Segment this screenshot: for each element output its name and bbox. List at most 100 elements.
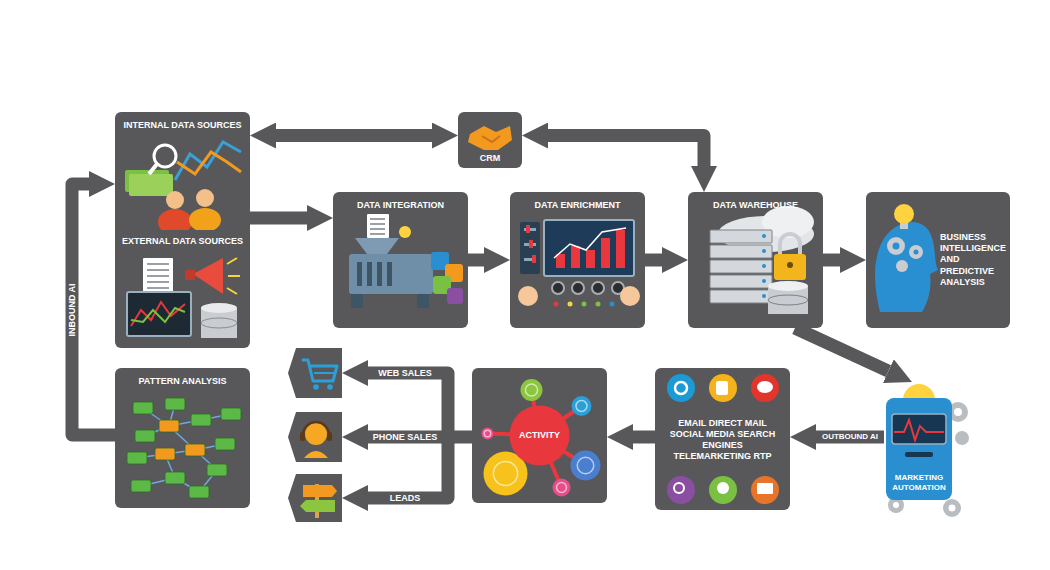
node-icon bbox=[127, 258, 240, 338]
node-shape bbox=[115, 368, 250, 508]
icon-part bbox=[709, 476, 737, 504]
icon-part bbox=[571, 246, 580, 268]
icon-part bbox=[127, 292, 191, 336]
icon-part bbox=[577, 457, 594, 474]
icon-part bbox=[201, 303, 237, 313]
analysis-box: BUSINESS INTELLIGENCE AND PREDICTIVE ANA… bbox=[866, 192, 1010, 328]
icon-part bbox=[147, 281, 169, 283]
icon-part bbox=[532, 255, 536, 263]
icon-part bbox=[131, 480, 151, 492]
node-label: MARKETING AUTOMATION bbox=[887, 473, 951, 493]
icon-part bbox=[133, 402, 153, 414]
node-icon bbox=[482, 379, 601, 497]
icon-part bbox=[484, 430, 491, 437]
node-icon bbox=[667, 374, 779, 504]
branch-arrows bbox=[368, 373, 472, 498]
icon-part bbox=[787, 262, 793, 268]
icon-part bbox=[762, 264, 766, 268]
icon-part bbox=[387, 262, 392, 286]
icon-part bbox=[554, 228, 626, 258]
icon-part bbox=[905, 452, 933, 457]
icon-part bbox=[757, 381, 773, 393]
icon-part bbox=[185, 270, 195, 280]
node-label: EMAIL DIRECT MAIL SOCIAL MEDIA SEARCH EN… bbox=[665, 418, 780, 463]
icon-part bbox=[875, 222, 938, 312]
icon-part bbox=[399, 226, 411, 238]
box-background bbox=[655, 368, 790, 510]
icon-part bbox=[620, 286, 640, 306]
icon-part bbox=[175, 142, 241, 180]
icon-part bbox=[131, 308, 185, 322]
icon-part bbox=[572, 396, 592, 416]
node-icon bbox=[349, 214, 463, 308]
icon-part bbox=[377, 262, 382, 286]
icon-part bbox=[610, 302, 615, 307]
node-label: DATA WAREHOUSE bbox=[694, 200, 817, 211]
icon-part bbox=[177, 152, 241, 174]
icon-part bbox=[572, 282, 584, 294]
icon-part bbox=[127, 452, 147, 464]
crm-box: CRM bbox=[458, 112, 522, 168]
icon-part bbox=[165, 472, 185, 484]
icon-part bbox=[903, 384, 935, 400]
node-icon bbox=[710, 206, 814, 314]
icon-part bbox=[215, 438, 235, 450]
node-label: INTERNAL DATA SOURCES bbox=[121, 120, 244, 131]
icon-part bbox=[349, 254, 433, 294]
icon-part bbox=[129, 174, 173, 196]
icon-part bbox=[576, 401, 587, 412]
icon-part bbox=[518, 286, 538, 306]
icon-part bbox=[493, 461, 517, 485]
box-background bbox=[333, 192, 468, 328]
box-background bbox=[866, 192, 1010, 328]
icon-part bbox=[900, 223, 908, 229]
icon-part bbox=[147, 275, 169, 277]
icon-part bbox=[582, 302, 587, 307]
icon-part bbox=[762, 279, 766, 283]
icon-part bbox=[762, 294, 766, 298]
flow-arrow bbox=[468, 254, 484, 267]
icon-part bbox=[370, 223, 385, 225]
icon-part bbox=[147, 263, 169, 265]
icon-part bbox=[751, 476, 779, 504]
icon-part bbox=[355, 238, 399, 254]
icon-part bbox=[616, 230, 625, 268]
icon-part bbox=[520, 222, 540, 274]
icon-part bbox=[165, 398, 185, 410]
icon-part bbox=[667, 374, 695, 402]
icon-part bbox=[774, 254, 806, 280]
node-label: CRM bbox=[460, 153, 520, 164]
icon-part bbox=[526, 225, 530, 233]
icon-part bbox=[710, 260, 772, 273]
icon-part bbox=[227, 288, 237, 294]
icon-part bbox=[716, 381, 728, 395]
node-icon bbox=[518, 220, 640, 307]
icon-part bbox=[228, 275, 240, 277]
icon-part bbox=[710, 245, 772, 258]
node-icon bbox=[875, 204, 938, 312]
node-shape bbox=[115, 230, 250, 348]
icon-part bbox=[909, 245, 923, 259]
icon-part bbox=[768, 281, 808, 291]
icon-part bbox=[717, 482, 729, 494]
box-background bbox=[115, 368, 250, 508]
flow-arrow bbox=[250, 212, 307, 225]
icon-part bbox=[768, 295, 808, 305]
node-icon bbox=[127, 398, 241, 498]
flow-arrow bbox=[823, 254, 840, 267]
icon-part bbox=[757, 483, 773, 494]
box-background bbox=[458, 112, 522, 168]
icon-part bbox=[166, 191, 184, 209]
icon-part bbox=[521, 379, 543, 401]
icon-part bbox=[592, 282, 604, 294]
flow-arrow bbox=[276, 129, 432, 142]
icon-part bbox=[894, 204, 914, 224]
node-label: BUSINESS INTELLIGENCE AND PREDICTIVE ANA… bbox=[940, 232, 1006, 288]
node-icon bbox=[468, 126, 512, 150]
icon-part bbox=[710, 290, 772, 303]
box-background bbox=[510, 192, 645, 328]
icon-part bbox=[552, 282, 564, 294]
icon-part bbox=[893, 243, 900, 250]
branch-arrow bbox=[368, 373, 472, 437]
flow-label: LEADS bbox=[388, 493, 423, 504]
